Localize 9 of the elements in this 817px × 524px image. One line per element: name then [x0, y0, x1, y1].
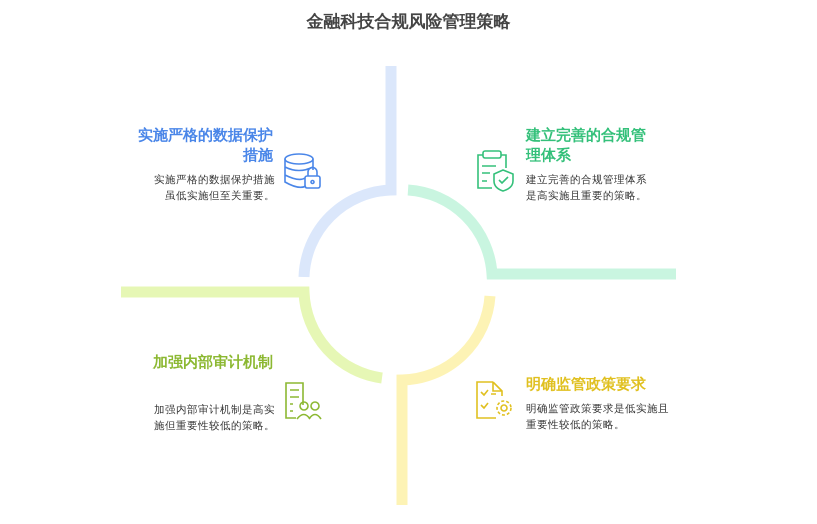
description: 实施严格的数据保护措施虽低实施但至关重要。: [153, 173, 275, 204]
description: 明确监管政策要求是低实施且重要性较低的策略。: [526, 402, 670, 433]
heading: 实施严格的数据保护措施: [137, 125, 273, 165]
description: 加强内部审计机制是高实施但重要性较低的策略。: [153, 403, 275, 434]
description: 建立完善的合规管理体系是高实施且重要的策略。: [526, 173, 648, 204]
title: 金融科技合规风险管理策略: [306, 11, 512, 33]
heading: 建立完善的合规管理体系: [526, 125, 647, 165]
heading: 加强内部审计机制: [152, 352, 273, 372]
heading: 明确监管政策要求: [526, 374, 647, 394]
